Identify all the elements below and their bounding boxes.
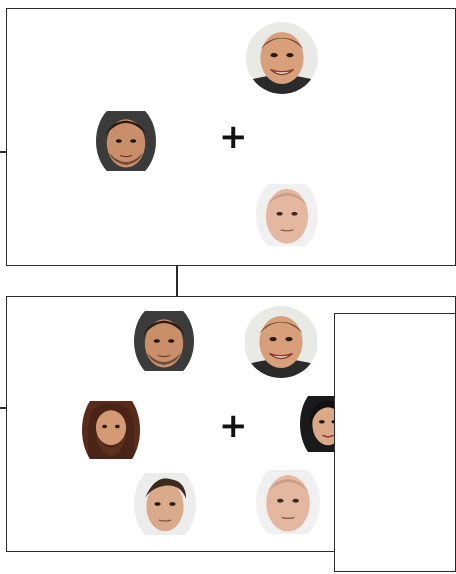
face-e-icon bbox=[134, 464, 196, 544]
face-a-icon bbox=[246, 22, 318, 94]
face-c-icon bbox=[256, 462, 320, 542]
connector-left-bottom bbox=[0, 407, 8, 409]
face-d-icon bbox=[82, 388, 140, 472]
blank-panel bbox=[334, 313, 456, 572]
face-a-icon bbox=[244, 306, 318, 378]
display-top-panel bbox=[6, 8, 456, 266]
face-c-icon bbox=[256, 176, 318, 254]
face-b-icon bbox=[134, 302, 194, 380]
face-b-icon bbox=[96, 102, 156, 180]
connector-left-top bbox=[0, 151, 8, 153]
fixation-cross: + bbox=[219, 406, 248, 446]
connector-vertical bbox=[176, 266, 178, 296]
fixation-cross: + bbox=[219, 117, 248, 157]
